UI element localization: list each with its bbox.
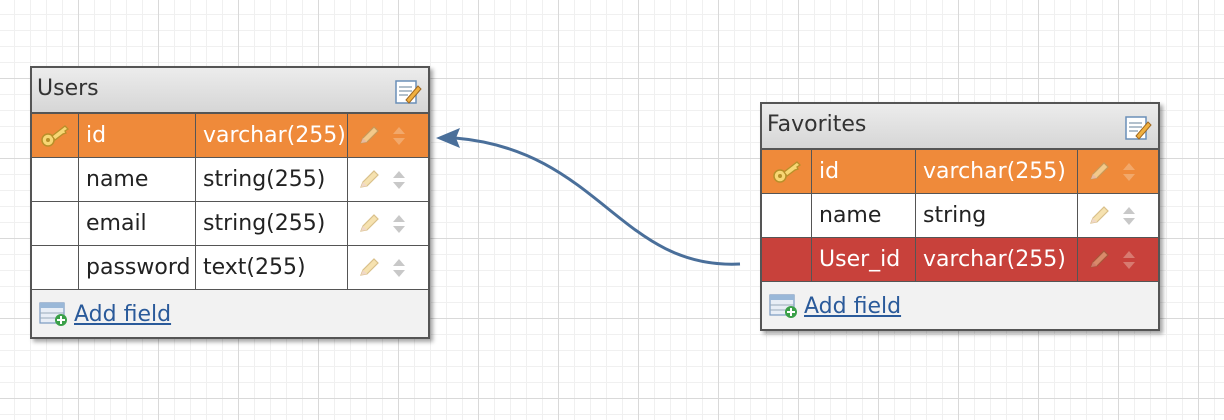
pencil-icon[interactable] (357, 124, 381, 148)
field-name[interactable]: User_id (812, 238, 916, 281)
pencil-icon[interactable] (357, 168, 381, 192)
pencil-icon[interactable] (1087, 160, 1111, 184)
field-actions (348, 158, 428, 201)
field-type[interactable]: varchar(255) (916, 150, 1078, 193)
table-row[interactable]: id varchar(255) (32, 114, 428, 158)
field-name[interactable]: name (79, 158, 196, 201)
field-name[interactable]: id (79, 114, 196, 157)
field-name[interactable]: email (79, 202, 196, 245)
move-updown-icon[interactable] (387, 256, 411, 280)
field-actions (348, 202, 428, 245)
move-updown-icon[interactable] (387, 124, 411, 148)
field-type[interactable]: string (916, 194, 1078, 237)
field-type[interactable]: string(255) (196, 202, 348, 245)
pencil-icon[interactable] (1087, 248, 1111, 272)
move-updown-icon[interactable] (1117, 204, 1141, 228)
field-type[interactable]: varchar(255) (916, 238, 1078, 281)
add-field-link[interactable]: Add field (74, 301, 172, 327)
add-field-row: Add field (762, 282, 1158, 330)
field-name[interactable]: id (812, 150, 916, 193)
move-updown-icon[interactable] (1117, 160, 1141, 184)
table-row[interactable]: email string(255) (32, 202, 428, 246)
users-table-title: Users (37, 76, 99, 101)
table-row[interactable]: User_id varchar(255) (762, 238, 1158, 282)
table-row[interactable]: id varchar(255) (762, 150, 1158, 194)
key-cell (762, 194, 812, 237)
add-field-icon[interactable] (39, 301, 69, 327)
field-actions (348, 246, 428, 289)
key-cell (32, 202, 79, 245)
table-row[interactable]: name string(255) (32, 158, 428, 202)
favorites-table[interactable]: Favorites id varchar(255) (760, 102, 1160, 331)
move-updown-icon[interactable] (387, 212, 411, 236)
primary-key-cell (32, 114, 79, 157)
field-actions (1078, 194, 1158, 237)
relation-arrowhead-icon (436, 128, 460, 148)
field-actions (1078, 238, 1158, 281)
key-cell (32, 158, 79, 201)
pencil-icon[interactable] (1087, 204, 1111, 228)
users-table[interactable]: Users id varchar(255) (30, 66, 430, 339)
move-updown-icon[interactable] (1117, 248, 1141, 272)
pencil-icon[interactable] (357, 256, 381, 280)
edit-table-icon[interactable] (394, 78, 422, 106)
field-type[interactable]: text(255) (196, 246, 348, 289)
key-icon (41, 124, 70, 147)
table-row[interactable]: password text(255) (32, 246, 428, 290)
primary-key-cell (762, 150, 812, 193)
pencil-icon[interactable] (357, 212, 381, 236)
add-field-link[interactable]: Add field (804, 293, 902, 319)
favorites-table-header[interactable]: Favorites (762, 104, 1158, 150)
field-actions (348, 114, 428, 157)
field-actions (1078, 150, 1158, 193)
edit-table-icon[interactable] (1124, 114, 1152, 142)
field-name[interactable]: password (79, 246, 196, 289)
foreign-key-cell (762, 238, 812, 281)
relation-line (454, 136, 741, 266)
add-field-icon[interactable] (769, 293, 799, 319)
table-row[interactable]: name string (762, 194, 1158, 238)
users-table-header[interactable]: Users (32, 68, 428, 114)
field-type[interactable]: varchar(255) (196, 114, 348, 157)
key-cell (32, 246, 79, 289)
favorites-table-title: Favorites (767, 112, 867, 137)
add-field-row: Add field (32, 290, 428, 338)
key-icon (772, 160, 801, 183)
move-updown-icon[interactable] (387, 168, 411, 192)
field-name[interactable]: name (812, 194, 916, 237)
field-type[interactable]: string(255) (196, 158, 348, 201)
